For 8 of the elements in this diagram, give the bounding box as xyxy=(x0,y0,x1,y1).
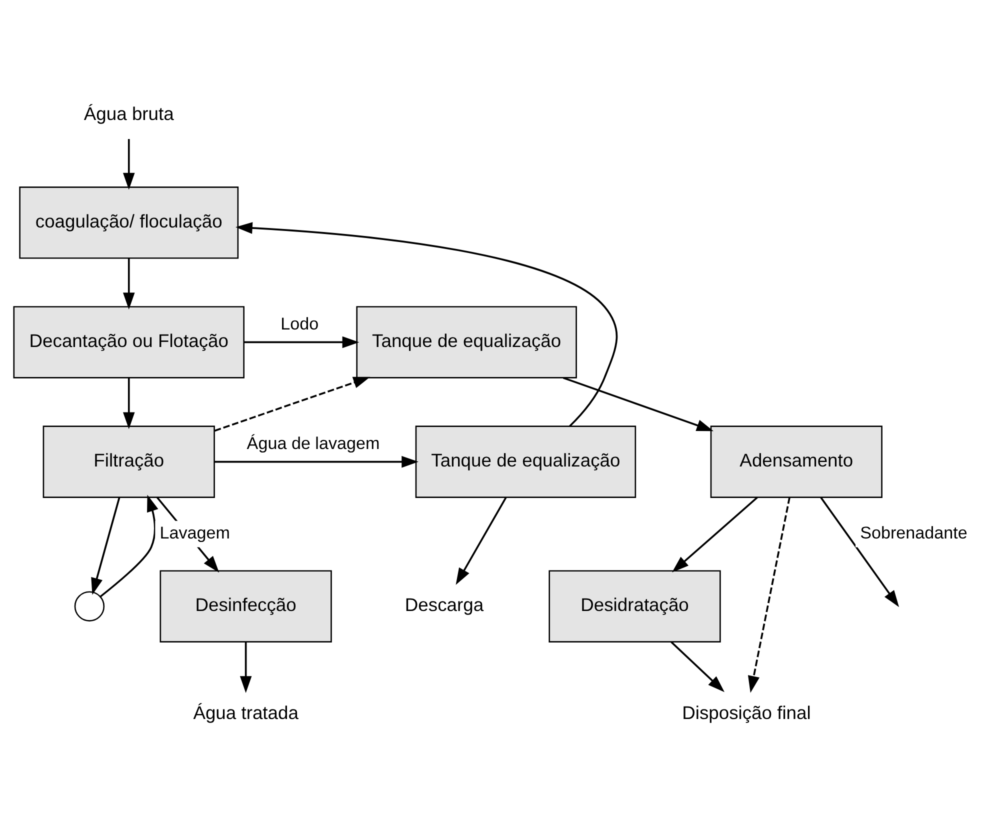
edge-label: Lodo xyxy=(280,314,319,334)
edge-label: Sobrenadante xyxy=(860,523,968,542)
node-text: Disposição final xyxy=(682,701,811,722)
node-text: Água tratada xyxy=(193,701,298,722)
node-text: Descarga xyxy=(404,594,484,615)
edge-label: Água de lavagem xyxy=(246,434,380,453)
edge-label: Lavagem xyxy=(160,523,230,542)
node-text: Água bruta xyxy=(84,102,174,124)
